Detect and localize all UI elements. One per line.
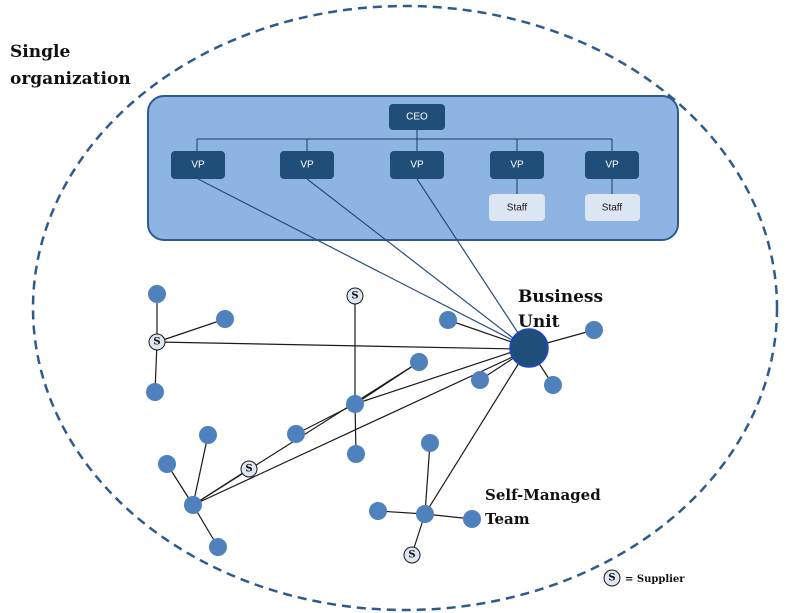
- supplier-symbol: S: [153, 337, 160, 348]
- org-label-line2: organization: [10, 69, 131, 89]
- network-node: [158, 455, 176, 473]
- network-node: [421, 434, 439, 452]
- network-node: [471, 371, 489, 389]
- ceo-label: CEO: [406, 112, 428, 123]
- ceo-box: CEO: [389, 104, 445, 130]
- vp-label: VP: [191, 160, 205, 171]
- team-member-nodes: [146, 285, 603, 556]
- business-unit-label-line1: Business: [518, 287, 603, 307]
- business-unit-hub: [509, 328, 549, 368]
- network-node: [199, 426, 217, 444]
- network-node: [184, 496, 202, 514]
- staff-label: Staff: [602, 203, 623, 214]
- supplier-node-1: S: [148, 333, 166, 351]
- staff-box-2: Staff: [585, 194, 640, 221]
- legend-supplier-symbol-circle: [603, 569, 621, 587]
- supplier-symbol: S: [351, 291, 358, 302]
- network-node: [209, 538, 227, 556]
- supplier-node-2: S: [346, 287, 364, 305]
- network-node: [585, 321, 603, 339]
- staff-box-1: Staff: [489, 194, 545, 221]
- network-node: [216, 310, 234, 328]
- vp-label: VP: [605, 160, 619, 171]
- network-node: [416, 505, 434, 523]
- network-node: [544, 376, 562, 394]
- supplier-symbol: S: [408, 550, 415, 561]
- network-node: [347, 445, 365, 463]
- legend-supplier-symbol: S: [608, 573, 615, 584]
- network-node: [463, 510, 481, 528]
- supplier-symbol: S: [245, 464, 252, 475]
- vp-box-5: VP: [585, 151, 639, 179]
- vp-box-4: VP: [490, 151, 544, 179]
- vp-box-1: VP: [171, 151, 225, 179]
- vp-label: VP: [300, 160, 314, 171]
- legend: S = Supplier: [603, 569, 685, 587]
- network-node: [146, 383, 164, 401]
- network-node: [410, 353, 428, 371]
- staff-label: Staff: [507, 203, 528, 214]
- vp-label: VP: [410, 160, 424, 171]
- supplier-node-3: S: [240, 460, 258, 478]
- network-node: [287, 425, 305, 443]
- org-chart-connectors: [196, 130, 613, 194]
- vp-box-2: VP: [280, 151, 334, 179]
- self-managed-label-line1: Self-Managed: [485, 486, 601, 504]
- legend-text: = Supplier: [625, 574, 685, 585]
- network-node: [346, 395, 364, 413]
- network-node: [439, 311, 457, 329]
- supplier-node-4: S: [403, 546, 421, 564]
- organization-boundary: [31, 4, 779, 612]
- network-node: [148, 285, 166, 303]
- vp-box-3: VP: [390, 151, 444, 179]
- business-unit-label-line2: Unit: [518, 312, 560, 332]
- org-label-line1: Single: [10, 42, 70, 62]
- self-managed-label-line2: Team: [485, 510, 530, 528]
- network-node: [369, 502, 387, 520]
- vp-to-unit-links: [197, 178, 525, 346]
- vp-label: VP: [510, 160, 524, 171]
